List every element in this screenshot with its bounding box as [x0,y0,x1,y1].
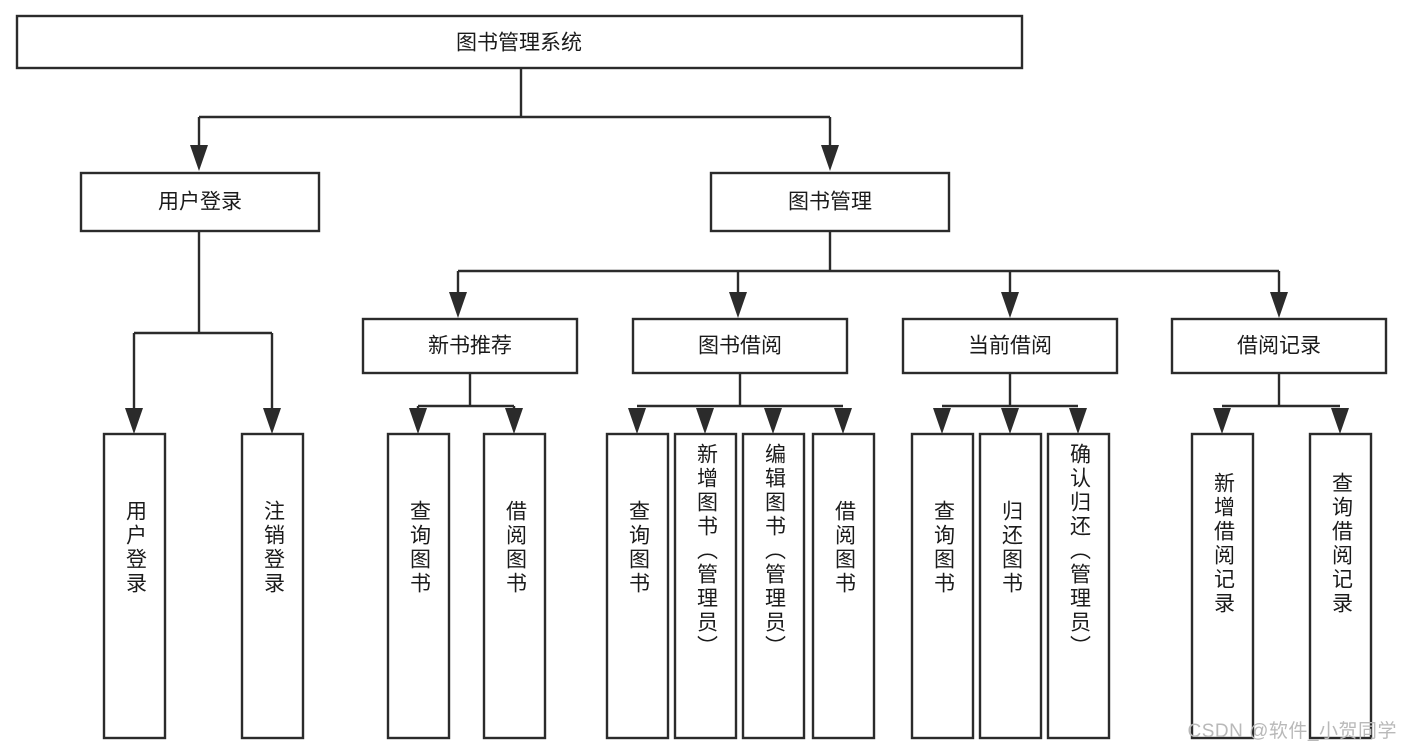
leaf-book-borrow-1[interactable] [673,432,738,740]
arrow-to-new-book [449,292,467,318]
leaf-borrow-record-1[interactable] [1308,432,1373,740]
node-user-login-label: 用户登录 [158,191,242,214]
leaf-current-borrow-2[interactable] [1046,432,1111,740]
arrow-to-user-login [190,145,208,171]
arrow-current-borrow-leaf-0 [933,408,951,434]
arrow-book-borrow-leaf-1 [696,408,714,434]
arrow-new-book-leaf-0 [409,408,427,434]
leaf-user-login-0[interactable] [102,432,167,740]
leaf-book-borrow-0[interactable] [605,432,670,740]
leaf-new-book-1[interactable] [482,432,547,740]
arrow-to-current-borrow [1001,292,1019,318]
node-new-book-recommend-label: 新书推荐 [428,335,512,358]
leaf-borrow-record-0[interactable] [1190,432,1255,740]
node-book-manage[interactable] [709,171,951,233]
node-current-borrow[interactable] [901,317,1119,375]
leaf-current-borrow-0[interactable] [910,432,975,740]
arrow-book-borrow-leaf-0 [628,408,646,434]
leaf-book-borrow-2[interactable] [741,432,806,740]
arrow-book-borrow-leaf-2 [764,408,782,434]
node-borrow-record-label: 借阅记录 [1237,335,1321,358]
node-current-borrow-label: 当前借阅 [968,335,1052,358]
leaf-new-book-0[interactable] [386,432,451,740]
arrow-book-borrow-leaf-3 [834,408,852,434]
arrow-current-borrow-leaf-1 [1001,408,1019,434]
arrow-borrow-record-leaf-1 [1331,408,1349,434]
node-book-borrow[interactable] [631,317,849,375]
arrow-borrow-record-leaf-0 [1213,408,1231,434]
watermark-text: CSDN @软件_小贺同学 [1187,721,1397,742]
leaf-book-borrow-3[interactable] [811,432,876,740]
arrow-new-book-leaf-1 [505,408,523,434]
node-book-manage-label: 图书管理 [788,191,872,214]
arrow-to-book-borrow [729,292,747,318]
arrow-user-login-leaf-0 [125,408,143,434]
arrow-to-borrow-record [1270,292,1288,318]
node-book-borrow-label: 图书借阅 [698,335,782,358]
node-new-book-recommend[interactable] [361,317,579,375]
arrow-current-borrow-leaf-2 [1069,408,1087,434]
node-borrow-record[interactable] [1170,317,1388,375]
arrow-to-book-manage [821,145,839,171]
leaf-current-borrow-1[interactable] [978,432,1043,740]
node-root-label: 图书管理系统 [456,32,582,55]
leaf-user-login-1[interactable] [240,432,305,740]
arrow-user-login-leaf-1 [263,408,281,434]
node-root[interactable] [15,14,1024,70]
